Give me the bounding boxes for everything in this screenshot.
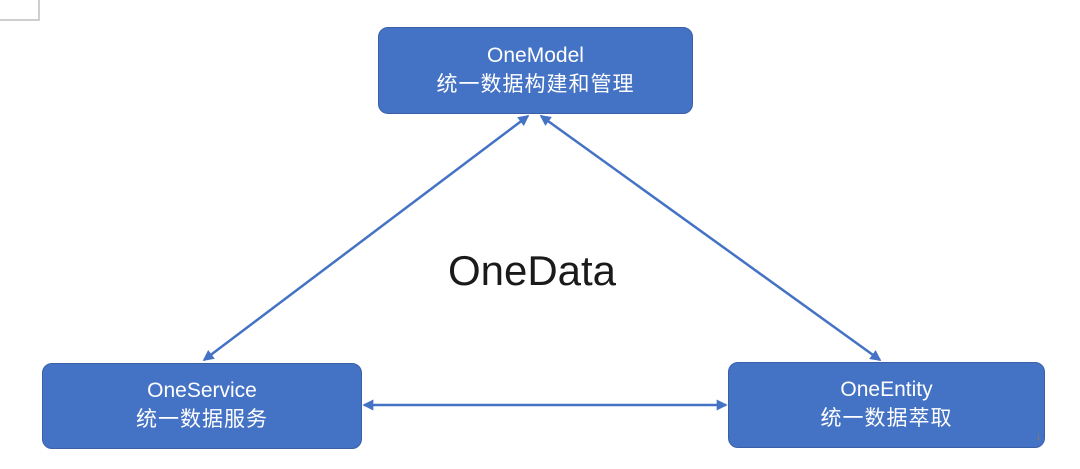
node-oneservice: OneService 统一数据服务 — [42, 363, 362, 449]
node-onemodel-title: OneModel — [487, 43, 584, 67]
connector-model-service — [202, 115, 530, 361]
node-onemodel-subtitle: 统一数据构建和管理 — [436, 72, 635, 96]
page-corner-edge — [0, 0, 40, 21]
node-oneservice-subtitle: 统一数据服务 — [136, 408, 268, 431]
node-onemodel: OneModel 统一数据构建和管理 — [378, 27, 693, 114]
diagram-center-label: OneData — [447, 247, 617, 294]
node-oneentity-subtitle: 统一数据萃取 — [820, 407, 953, 430]
node-oneentity: OneEntity 统一数据萃取 — [728, 362, 1045, 448]
node-oneservice-title: OneService — [147, 379, 257, 402]
connector-model-entity — [539, 114, 882, 362]
down-arrow-indicator: ↓ — [1035, 427, 1042, 443]
node-oneentity-title: OneEntity — [840, 378, 933, 401]
